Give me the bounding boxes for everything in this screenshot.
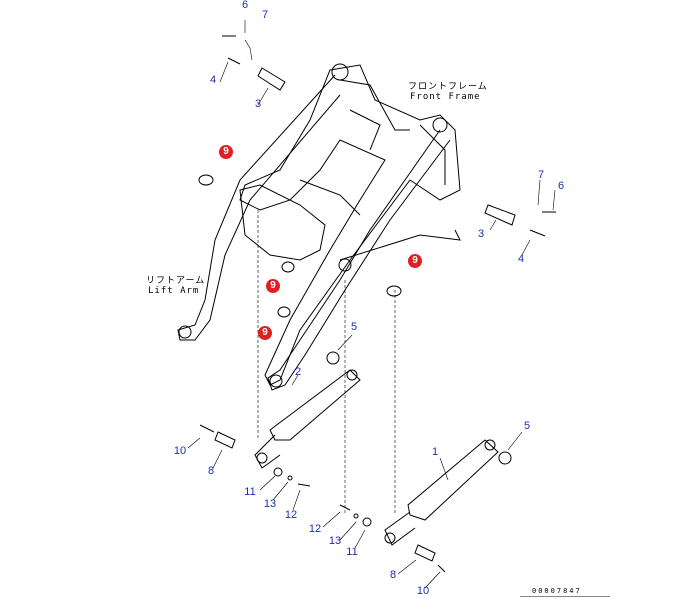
callout-6[interactable]: 6 <box>557 180 565 192</box>
callout-7[interactable]: 7 <box>537 169 545 181</box>
callout-8[interactable]: 8 <box>389 569 397 581</box>
callout-7[interactable]: 7 <box>261 9 269 21</box>
callout-10[interactable]: 10 <box>173 445 187 457</box>
callout-13[interactable]: 13 <box>263 498 277 510</box>
highlight-callout-9[interactable]: 9 <box>219 145 233 159</box>
callout-3[interactable]: 3 <box>254 98 262 110</box>
lift-cylinder-2 <box>254 369 361 469</box>
front-frame <box>239 63 461 386</box>
lift-arm-label-jp: リフトアーム <box>146 276 206 286</box>
callout-5[interactable]: 5 <box>523 420 531 432</box>
callout-11[interactable]: 11 <box>346 546 358 558</box>
callout-2[interactable]: 2 <box>294 366 302 378</box>
callout-10[interactable]: 10 <box>416 585 430 597</box>
callout-1[interactable]: 1 <box>431 446 439 458</box>
highlight-callout-9[interactable]: 9 <box>258 326 272 340</box>
highlight-callout-9[interactable]: 9 <box>408 254 422 268</box>
lift-cylinder-1 <box>384 439 499 546</box>
highlight-callout-9[interactable]: 9 <box>266 279 280 293</box>
callout-4[interactable]: 4 <box>517 253 525 265</box>
callout-4[interactable]: 4 <box>209 74 217 86</box>
lift-arm <box>177 74 451 391</box>
callout-11[interactable]: 11 <box>244 486 256 498</box>
callout-3[interactable]: 3 <box>477 228 485 240</box>
footer-rule <box>520 596 610 597</box>
callout-13[interactable]: 13 <box>328 535 342 547</box>
callout-12[interactable]: 12 <box>308 523 322 535</box>
callout-6[interactable]: 6 <box>241 0 249 11</box>
document-id: 00007847 <box>532 587 582 595</box>
callout-8[interactable]: 8 <box>207 465 215 477</box>
leader-lines <box>187 20 556 589</box>
callout-5[interactable]: 5 <box>350 321 358 333</box>
front-frame-label-jp: フロントフレーム <box>408 82 488 92</box>
lift-arm-label-en: Lift Arm <box>148 286 200 296</box>
callout-12[interactable]: 12 <box>284 509 298 521</box>
small-parts <box>198 35 556 573</box>
front-frame-label-en: Front Frame <box>410 92 481 102</box>
